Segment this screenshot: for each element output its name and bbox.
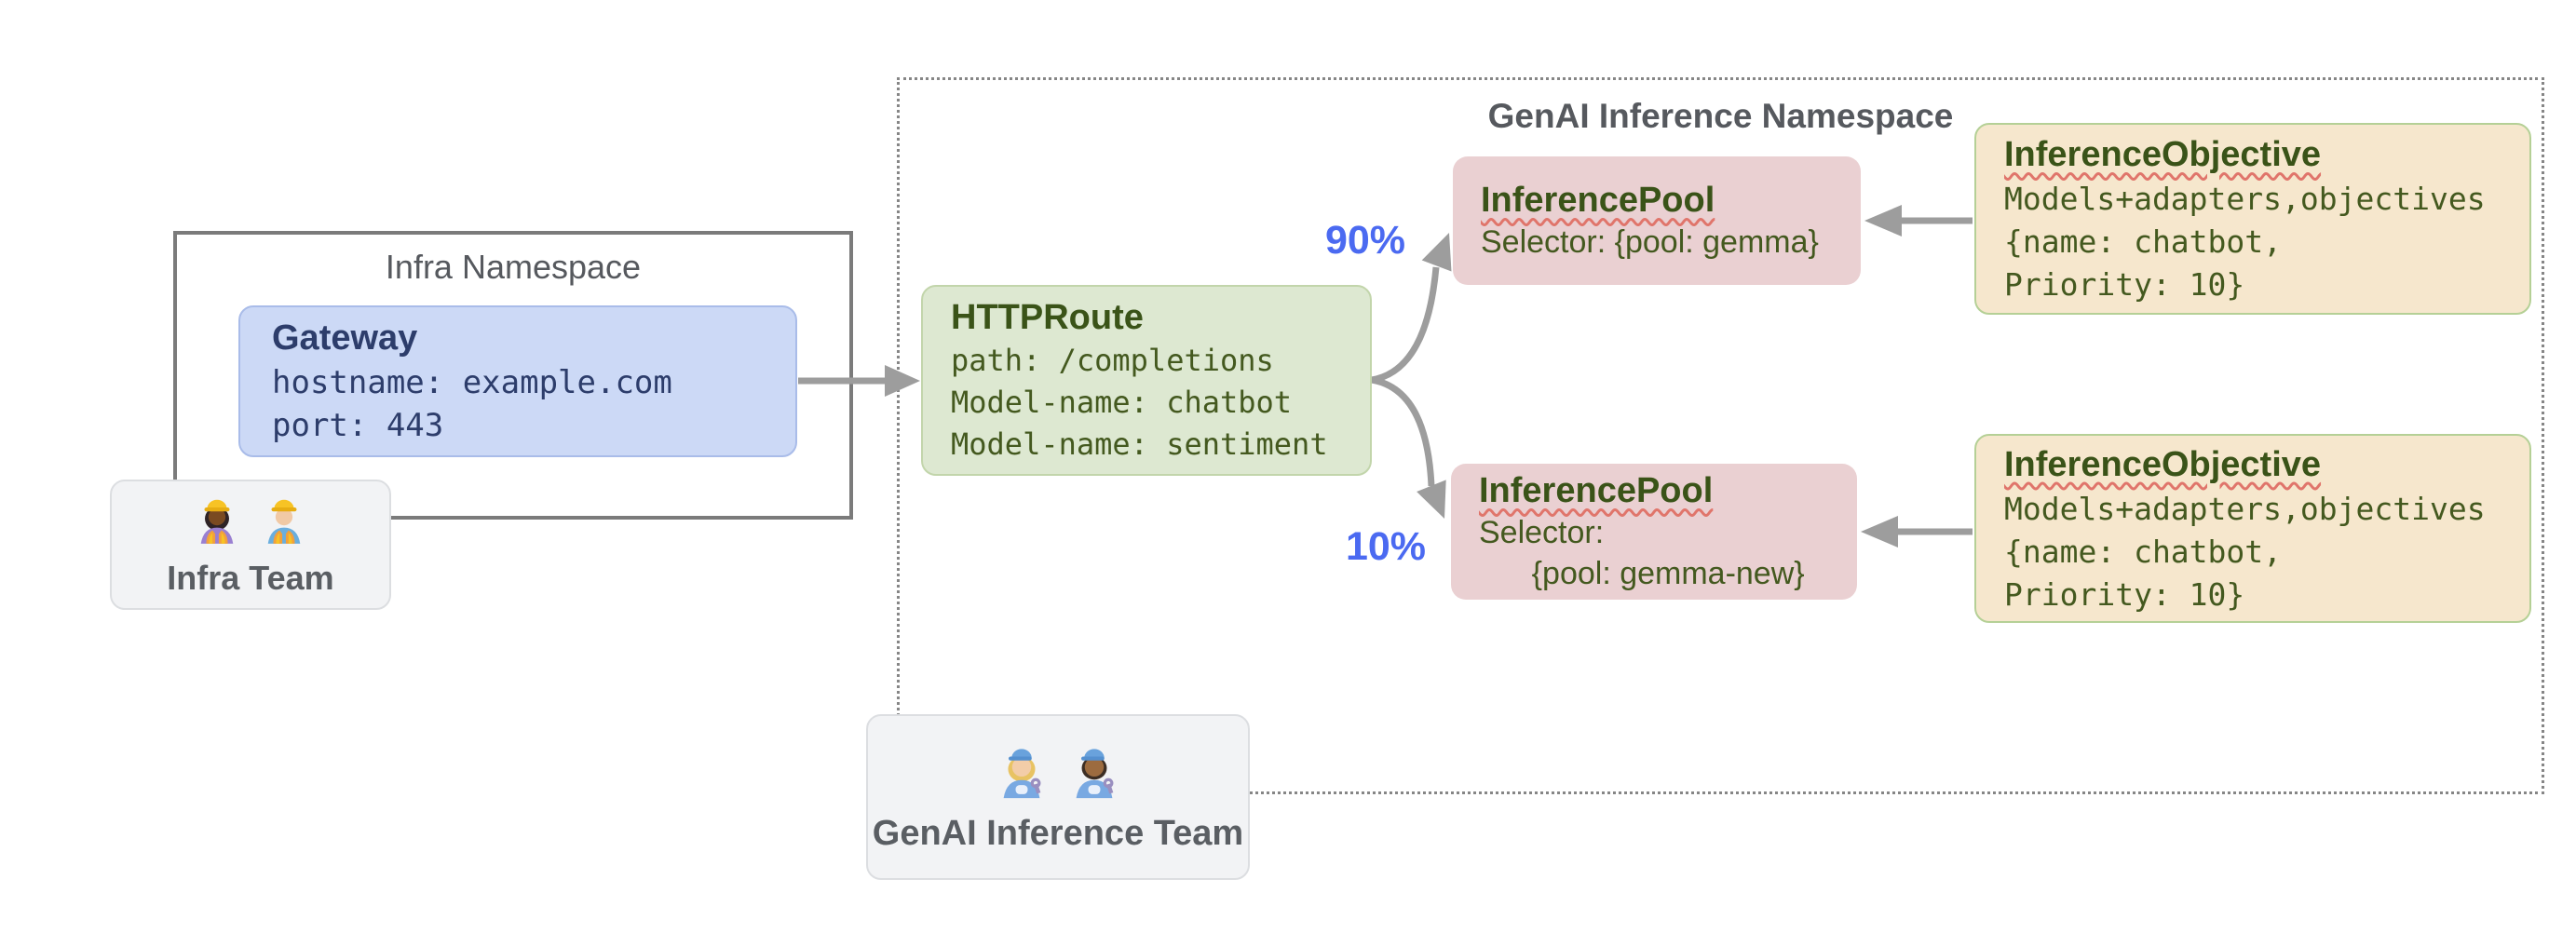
traffic-split-10-label: 10%	[1345, 524, 1427, 569]
gateway-port-line: port: 443	[272, 407, 444, 444]
httproute-model-chatbot-line: Model-name: chatbot	[951, 385, 1293, 420]
inference-objective-bottom-title: InferenceObjective	[2004, 444, 2322, 484]
infra-team-card: Infra Team	[110, 480, 391, 610]
infra-team-icons	[194, 493, 307, 553]
genai-namespace-title: GenAI Inference Namespace	[1487, 97, 1954, 135]
construction-worker-man-icon	[261, 493, 307, 553]
genai-inference-namespace-container: GenAI Inference Namespace	[897, 77, 2544, 794]
mechanic-man-icon	[1068, 741, 1120, 808]
traffic-split-90-label: 90%	[1324, 218, 1406, 263]
httproute-model-sentiment-line: Model-name: sentiment	[951, 426, 1328, 462]
genai-inference-team-card: GenAI Inference Team	[866, 714, 1250, 880]
inference-objective-bottom-box: InferenceObjective Models+adapters,objec…	[1974, 434, 2531, 623]
infra-team-label: Infra Team	[167, 558, 334, 597]
infra-namespace-title: Infra Namespace	[385, 248, 642, 286]
inference-pool-gemma-title: InferencePool	[1481, 181, 1715, 220]
gateway-hostname-line: hostname: example.com	[272, 364, 672, 401]
httproute-box: HTTPRoute path: /completions Model-name:…	[921, 285, 1372, 476]
objective-bottom-to-pool-bottom-arrowhead	[1861, 516, 1898, 548]
inference-pool-gemma-new-selector-line: Selector:	[1479, 515, 1605, 550]
gateway-to-httproute-arrowhead	[885, 365, 920, 397]
construction-worker-woman-icon	[194, 493, 240, 553]
mechanic-woman-icon	[996, 741, 1048, 808]
inference-objective-top-priority-line: Priority: 10}	[2004, 266, 2245, 303]
inference-objective-bottom-priority-line: Priority: 10}	[2004, 575, 2245, 613]
objective-top-to-pool-top-arrowhead	[1864, 205, 1902, 237]
inference-pool-gemma-new-selector-value-line: {pool: gemma-new}	[1479, 556, 1805, 591]
infra-namespace-container: Infra Namespace	[173, 231, 853, 520]
inference-pool-gemma-new-title: InferencePool	[1479, 471, 1714, 510]
genai-team-label: GenAI Inference Team	[872, 813, 1244, 853]
inference-objective-top-title: InferenceObjective	[2004, 135, 2322, 174]
httproute-to-pool-bottom-arrow-shaft	[1371, 376, 1435, 487]
inference-objective-top-box: InferenceObjective Models+adapters,objec…	[1974, 123, 2531, 315]
httproute-title: HTTPRoute	[951, 298, 1144, 337]
gateway-box: Gateway hostname: example.com port: 443	[238, 305, 797, 457]
genai-team-icons	[996, 741, 1120, 808]
inference-objective-top-name-line: {name: chatbot,	[2004, 223, 2283, 260]
inference-objective-bottom-name-line: {name: chatbot,	[2004, 533, 2283, 570]
httproute-to-pool-bottom-arrowhead	[1417, 480, 1446, 519]
inference-objective-top-models-line: Models+adapters,objectives	[2004, 181, 2486, 217]
inference-objective-bottom-models-line: Models+adapters,objectives	[2004, 490, 2486, 527]
httproute-path-line: path: /completions	[951, 343, 1274, 378]
httproute-to-pool-top-arrow-shaft	[1371, 266, 1440, 384]
inference-pool-gemma-selector-line: Selector: {pool: gemma}	[1481, 224, 1819, 260]
gateway-title: Gateway	[272, 318, 418, 358]
inference-pool-gemma-box: InferencePool Selector: {pool: gemma}	[1453, 156, 1861, 285]
httproute-to-pool-top-arrowhead	[1421, 233, 1452, 272]
inference-pool-gemma-new-box: InferencePool Selector: {pool: gemma-new…	[1451, 464, 1857, 600]
